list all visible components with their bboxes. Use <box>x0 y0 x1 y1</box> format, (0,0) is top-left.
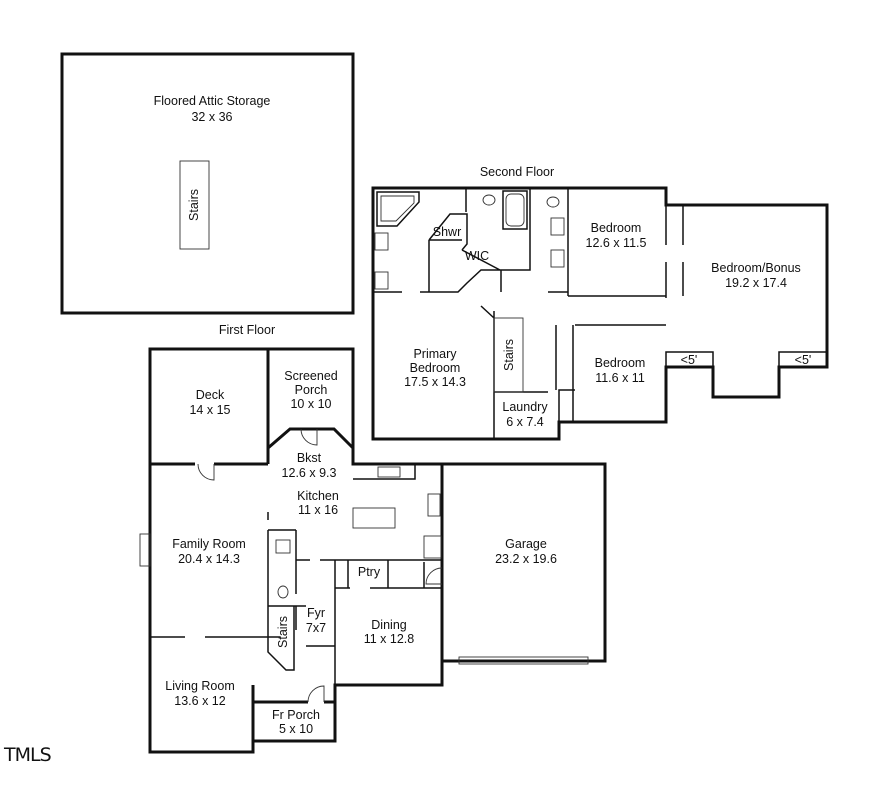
second-floor-stairs <box>493 317 524 393</box>
bedroom-1-dims: 12.6 x 11.5 <box>586 236 647 250</box>
first-floor-plan: Stairs Deck 14 x 15 Screened Porch 10 x … <box>139 347 607 754</box>
dining-name: Dining <box>371 618 406 632</box>
front-door <box>307 685 325 703</box>
powder-sink <box>275 539 291 554</box>
attic-stairs-label: Stairs <box>187 189 201 221</box>
laundry-name: Laundry <box>502 400 548 414</box>
toilet-icon <box>277 585 289 599</box>
first-floor-stairs-label: Stairs <box>276 616 290 648</box>
deck-name: Deck <box>196 388 225 402</box>
bath-tub-inner <box>505 193 525 227</box>
toilet-icon <box>482 194 496 206</box>
kitchen-sink <box>377 466 401 478</box>
living-room-dims: 13.6 x 12 <box>174 694 225 708</box>
bedroom-2-name: Bedroom <box>595 356 646 370</box>
range <box>427 493 441 517</box>
laundry-dims: 6 x 7.4 <box>506 415 544 429</box>
bonus-dims: 19.2 x 17.4 <box>725 276 787 290</box>
first-floor-header: First Floor <box>219 323 275 337</box>
primary-name-2: Bedroom <box>410 361 461 375</box>
attic-title: Floored Attic Storage <box>154 94 271 108</box>
corner-tub-inner <box>380 195 415 222</box>
screened-porch-name-2: Porch <box>295 383 328 397</box>
deck-door <box>197 463 215 481</box>
low-ceiling-left-label: <5' <box>681 353 698 367</box>
family-room-dims: 20.4 x 14.3 <box>178 552 240 566</box>
garage-door-swing <box>425 567 443 585</box>
second-floor-stairs-label: Stairs <box>502 339 516 371</box>
foyer-dims: 7x7 <box>306 621 326 635</box>
screened-porch-dims: 10 x 10 <box>290 397 331 411</box>
porch-door <box>300 428 318 446</box>
dining-dims: 11 x 12.8 <box>364 632 415 646</box>
first-floor-interior-walls <box>150 464 442 685</box>
low-ceiling-right-label: <5' <box>795 353 812 367</box>
bedroom-2-dims: 11.6 x 11 <box>595 371 645 385</box>
sink-icon <box>374 271 389 290</box>
primary-name-1: Primary <box>413 347 457 361</box>
kitchen-island <box>352 507 396 529</box>
screened-porch-name-1: Screened <box>284 369 338 383</box>
shower-label: Shwr <box>433 225 461 239</box>
bath-tub <box>502 190 528 230</box>
watermark-logo: TMLS <box>3 744 51 766</box>
corner-tub <box>376 191 420 227</box>
deck-dims: 14 x 15 <box>189 403 230 417</box>
living-room-name: Living Room <box>165 679 234 693</box>
primary-dims: 17.5 x 14.3 <box>404 375 466 389</box>
bonus-name: Bedroom/Bonus <box>711 261 801 275</box>
wic-label: WIC <box>465 249 489 263</box>
fridge <box>423 535 442 559</box>
low-ceiling-right-box <box>778 351 828 368</box>
garage-door <box>458 656 589 665</box>
bedroom-1-name: Bedroom <box>591 221 642 235</box>
second-floor-plan: Shwr WIC Bedroom 12.6 x 11.5 Bedroom/Bon… <box>371 186 829 441</box>
pantry-label: Ptry <box>358 565 381 579</box>
attic-outline <box>60 52 355 315</box>
kitchen-dims: 11 x 16 <box>298 503 338 517</box>
sink-icon <box>550 249 565 268</box>
front-porch-dims: 5 x 10 <box>279 722 313 736</box>
foyer-name: Fyr <box>307 606 325 620</box>
second-floor-header: Second Floor <box>480 165 554 179</box>
garage-dims: 23.2 x 19.6 <box>495 552 557 566</box>
fireplace <box>139 533 151 567</box>
second-floor-outline <box>371 186 829 441</box>
sink-icon <box>374 232 389 251</box>
first-floor-walls <box>150 349 444 741</box>
bkst-name: Bkst <box>297 451 322 465</box>
attic-dims: 32 x 36 <box>191 110 232 124</box>
family-room-name: Family Room <box>172 537 246 551</box>
front-porch-name: Fr Porch <box>272 708 320 722</box>
bkst-dims: 12.6 x 9.3 <box>282 466 337 480</box>
garage-name: Garage <box>505 537 547 551</box>
kitchen-name: Kitchen <box>297 489 339 503</box>
attic-plan: Floored Attic Storage 32 x 36 Stairs <box>60 52 355 315</box>
toilet-icon <box>546 196 560 208</box>
attic-stairs <box>179 160 210 250</box>
sink-icon <box>550 217 565 236</box>
low-ceiling-left-box <box>665 351 714 368</box>
